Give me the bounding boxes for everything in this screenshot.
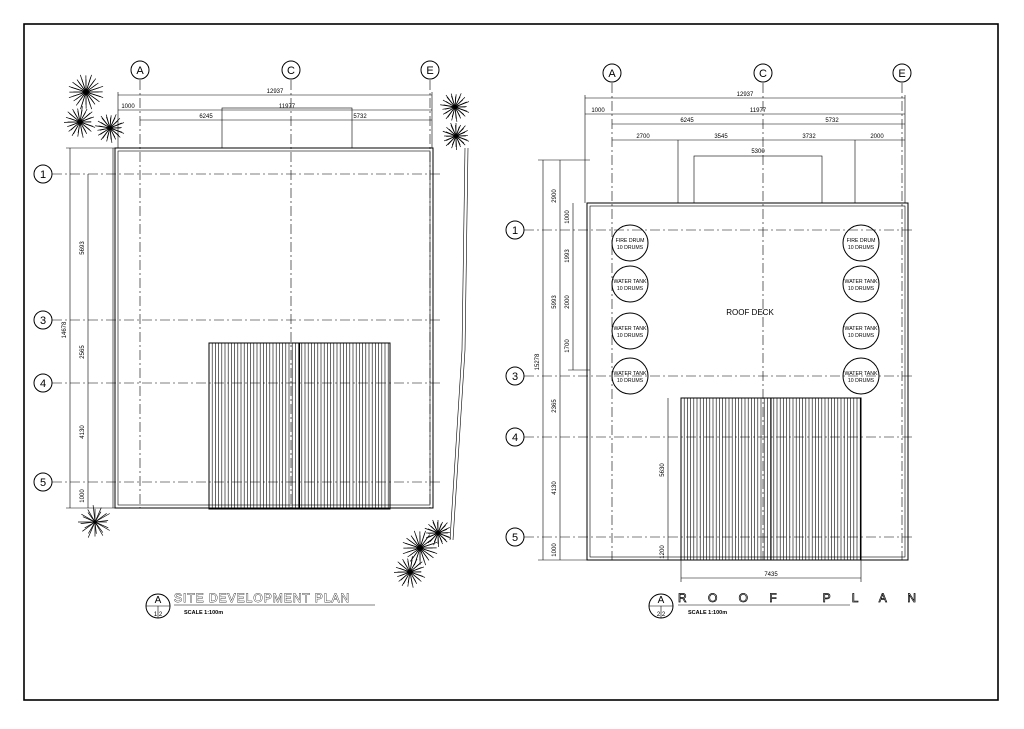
- svg-text:5630: 5630: [660, 463, 666, 477]
- svg-text:A: A: [608, 68, 616, 80]
- svg-text:5732: 5732: [353, 114, 367, 120]
- svg-text:3: 3: [40, 315, 46, 327]
- site-plan-title: SITE DEVELOPMENT PLAN: [174, 591, 350, 605]
- svg-text:2000: 2000: [565, 295, 571, 309]
- svg-text:1: 1: [40, 169, 46, 181]
- roof-plan-title: R O O F P L A N: [678, 591, 925, 605]
- svg-text:11977: 11977: [279, 104, 296, 110]
- svg-text:12937: 12937: [737, 92, 754, 98]
- drum-label: WATER TANK: [614, 326, 647, 332]
- drum-label: WATER TANK: [845, 371, 878, 377]
- drum-count: 10 DRUMS: [848, 333, 875, 339]
- drum-label: WATER TANK: [614, 279, 647, 285]
- svg-text:11977: 11977: [750, 108, 767, 114]
- drum-count: 10 DRUMS: [848, 245, 875, 251]
- svg-text:5993: 5993: [552, 295, 558, 309]
- drum-count: 10 DRUMS: [848, 286, 875, 292]
- svg-text:2000: 2000: [870, 134, 884, 140]
- svg-text:C: C: [287, 65, 295, 77]
- svg-text:E: E: [426, 65, 433, 77]
- svg-text:6245: 6245: [680, 118, 694, 124]
- drum-count: 10 DRUMS: [617, 378, 644, 384]
- svg-text:3: 3: [512, 371, 518, 383]
- svg-text:14678: 14678: [62, 321, 68, 338]
- svg-text:3545: 3545: [714, 134, 728, 140]
- svg-text:4130: 4130: [80, 425, 86, 439]
- svg-text:5693: 5693: [80, 241, 86, 255]
- drum-label: WATER TANK: [845, 326, 878, 332]
- svg-text:1200: 1200: [660, 545, 666, 559]
- drum-count: 10 DRUMS: [617, 245, 644, 251]
- drum-label: FIRE DRUM: [847, 238, 876, 244]
- svg-text:15278: 15278: [535, 353, 541, 370]
- svg-text:E: E: [898, 68, 905, 80]
- roof-bottom-dim: 7435: [764, 572, 778, 578]
- roof-plan-scale: SCALE 1:100m: [688, 610, 727, 616]
- svg-text:1000: 1000: [80, 489, 86, 503]
- drum-count: 10 DRUMS: [617, 333, 644, 339]
- svg-text:2565: 2565: [80, 345, 86, 359]
- svg-text:2365: 2365: [552, 399, 558, 413]
- svg-text:1000: 1000: [591, 108, 605, 114]
- svg-text:1: 1: [512, 225, 518, 237]
- svg-text:A: A: [658, 595, 665, 606]
- svg-text:C: C: [759, 68, 767, 80]
- svg-text:5: 5: [512, 532, 518, 544]
- svg-text:A: A: [155, 595, 162, 606]
- svg-text:6245: 6245: [199, 114, 213, 120]
- svg-text:4: 4: [40, 378, 46, 390]
- svg-text:1993: 1993: [565, 249, 571, 263]
- svg-text:1 2: 1 2: [154, 612, 163, 618]
- svg-text:1000: 1000: [552, 543, 558, 557]
- svg-text:3732: 3732: [802, 134, 816, 140]
- svg-text:1700: 1700: [565, 339, 571, 353]
- svg-text:A: A: [136, 65, 144, 77]
- svg-text:2 2: 2 2: [657, 612, 666, 618]
- svg-text:1000: 1000: [121, 104, 135, 110]
- drum-count: 10 DRUMS: [617, 286, 644, 292]
- drum-label: WATER TANK: [845, 279, 878, 285]
- drum-label: WATER TANK: [614, 371, 647, 377]
- svg-text:4130: 4130: [552, 481, 558, 495]
- svg-text:5732: 5732: [825, 118, 839, 124]
- svg-text:12937: 12937: [267, 89, 284, 95]
- svg-text:5: 5: [40, 477, 46, 489]
- drum-label: FIRE DRUM: [616, 238, 645, 244]
- svg-text:5300: 5300: [751, 149, 765, 155]
- svg-text:2900: 2900: [552, 189, 558, 203]
- site-plan-scale: SCALE 1:100m: [184, 610, 223, 616]
- roof-deck-label: ROOF DECK: [726, 308, 774, 317]
- svg-text:2700: 2700: [636, 134, 650, 140]
- drum-count: 10 DRUMS: [848, 378, 875, 384]
- svg-text:1000: 1000: [565, 210, 571, 224]
- svg-text:4: 4: [512, 432, 518, 444]
